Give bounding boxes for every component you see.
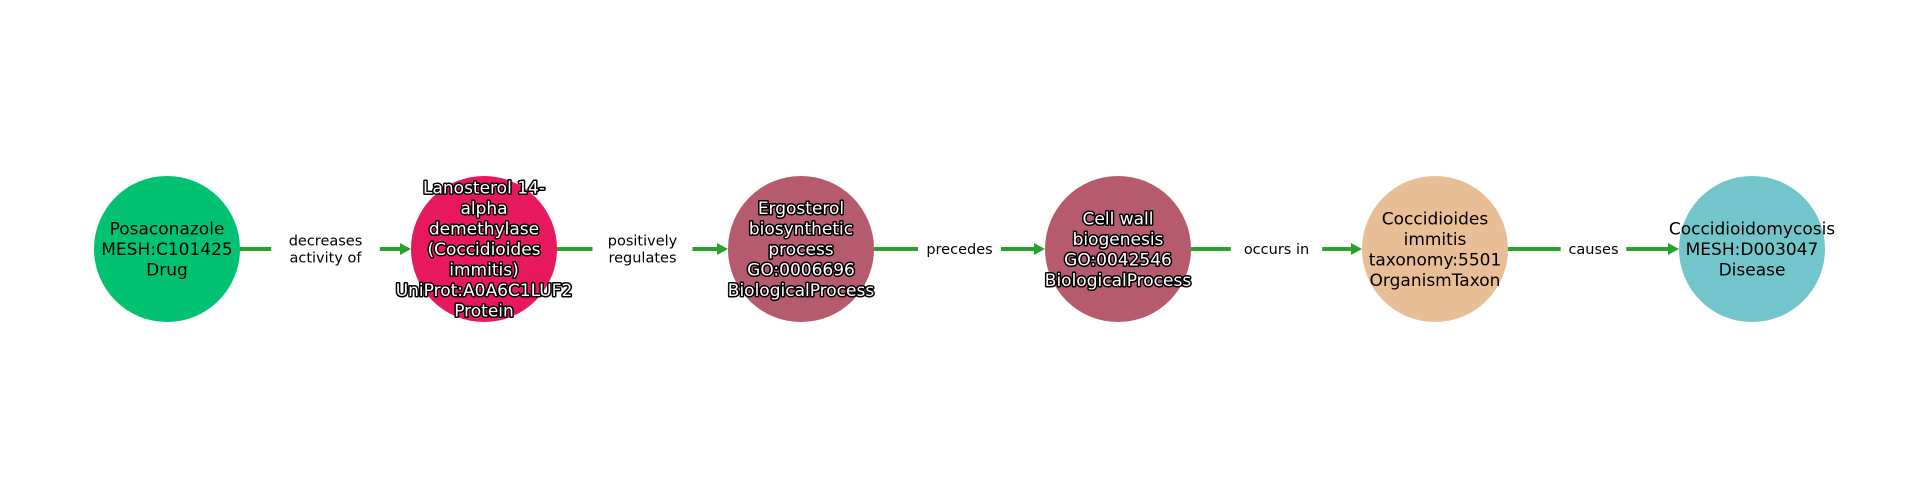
- arrowhead-icon: [717, 243, 728, 255]
- edge-label: decreases: [289, 234, 363, 250]
- arrowhead-icon: [400, 243, 411, 255]
- edge: occurs in: [1191, 237, 1362, 261]
- edge: causes: [1508, 237, 1679, 261]
- edge-label: causes: [1568, 242, 1618, 258]
- node-label: Ergosterol: [758, 199, 844, 219]
- node-label: alpha: [460, 199, 507, 219]
- node-label: GO:0042546: [1064, 250, 1172, 270]
- node-label: Posaconazole: [110, 220, 225, 240]
- node-label: MESH:C101425: [101, 240, 232, 260]
- node-circle[interactable]: [728, 176, 874, 322]
- node-label: OrganismTaxon: [1370, 271, 1501, 291]
- node-label: Protein: [454, 302, 514, 322]
- node-label: Coccidioidomycosis: [1669, 220, 1835, 240]
- node-label: process: [768, 240, 833, 260]
- node-label: UniProt:A0A6C1LUF2: [396, 281, 573, 301]
- node-label: BiologicalProcess: [1045, 271, 1192, 291]
- node[interactable]: Lanosterol 14-alphademethylase(Coccidioi…: [394, 176, 574, 323]
- arrowhead-icon: [1668, 243, 1679, 255]
- node[interactable]: Coccidioidesimmitistaxonomy:5501Organism…: [1362, 176, 1508, 322]
- edge-label-bg: [918, 237, 1001, 261]
- node-circle[interactable]: [1362, 176, 1508, 322]
- node-label: (Coccidioides: [427, 240, 540, 260]
- edge-label: precedes: [926, 242, 992, 258]
- node-label: biosynthetic: [749, 220, 853, 240]
- node-label: biogenesis: [1073, 230, 1164, 250]
- node-circle[interactable]: [1045, 176, 1191, 322]
- node-label: Lanosterol 14-: [423, 179, 545, 199]
- edge-label-bg: [1560, 237, 1627, 261]
- edge-label: regulates: [608, 251, 676, 267]
- node-label: GO:0006696: [747, 261, 855, 281]
- node-circle[interactable]: [94, 176, 240, 322]
- node-label: Disease: [1719, 261, 1786, 281]
- node-circle[interactable]: [1679, 176, 1825, 322]
- edge: precedes: [874, 237, 1045, 261]
- node-label: Coccidioides: [1382, 209, 1489, 229]
- node-label: Cell wall: [1083, 209, 1154, 229]
- node-label: demethylase: [429, 220, 539, 240]
- edge-label: positively: [608, 234, 678, 250]
- node-label: BiologicalProcess: [728, 281, 875, 301]
- arrowhead-icon: [1351, 243, 1362, 255]
- edge-label: occurs in: [1244, 242, 1309, 258]
- node-label: Drug: [146, 261, 188, 281]
- node[interactable]: Cell wallbiogenesisGO:0042546BiologicalP…: [1043, 176, 1193, 322]
- node-label: immitis: [1404, 230, 1467, 250]
- node-label: taxonomy:5501: [1369, 250, 1502, 270]
- edge-label-bg: [271, 229, 380, 269]
- node-circle[interactable]: [411, 176, 557, 322]
- edge-label: activity of: [289, 251, 362, 267]
- arrowhead-icon: [1034, 243, 1045, 255]
- node-label: immitis): [449, 261, 518, 281]
- node[interactable]: ErgosterolbiosyntheticprocessGO:0006696B…: [726, 176, 876, 322]
- edge-label-bg: [592, 229, 693, 269]
- node-label: MESH:D003047: [1686, 240, 1819, 260]
- edge-label-bg: [1230, 237, 1323, 261]
